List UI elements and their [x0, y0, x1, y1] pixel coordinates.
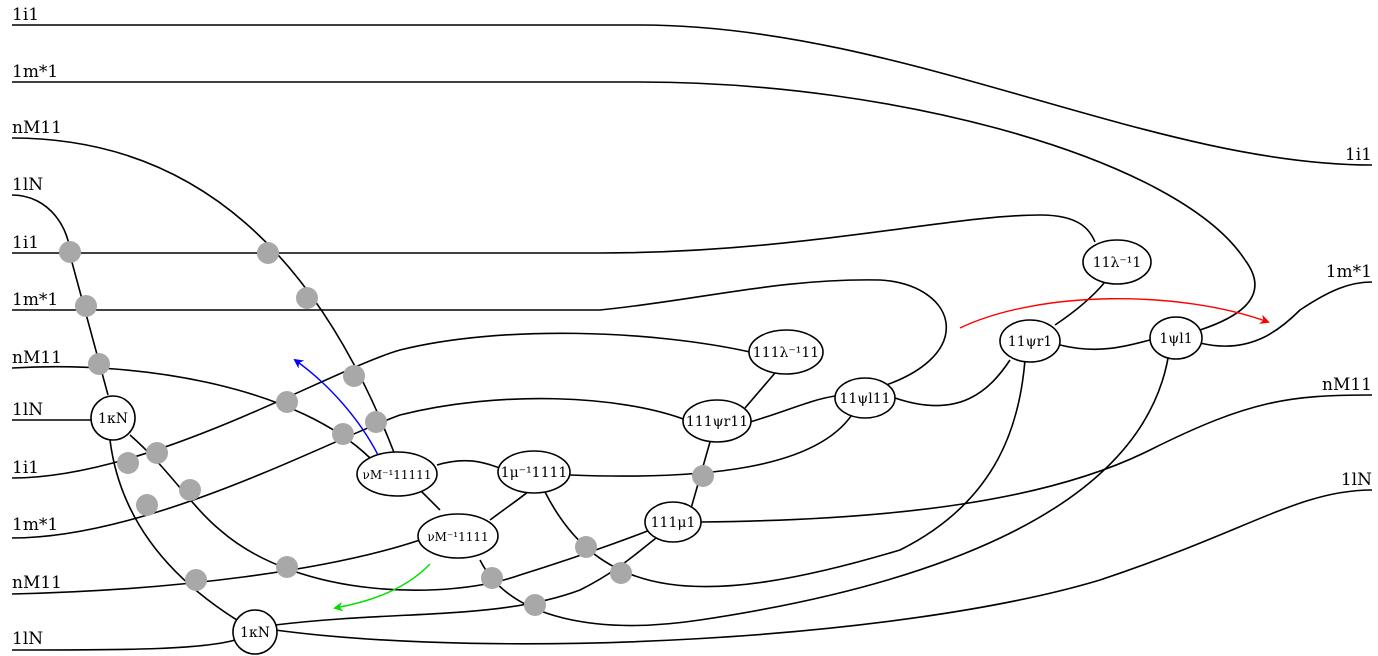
kappa-top-to-bottom — [109, 439, 246, 626]
strand-i-row4 — [12, 214, 1096, 254]
crossing-marker — [276, 556, 298, 578]
node-lambda-inv-5: 111λ⁻¹11 — [748, 329, 824, 375]
node-nu-1111: νM⁻¹1111 — [417, 513, 499, 559]
node-label: 111ψr11 — [686, 414, 748, 430]
left-label: 1m*1 — [12, 62, 58, 82]
arrows — [293, 298, 1270, 612]
node-kappa-bottom: 1κN — [232, 609, 278, 655]
node-lambda-inv-4: 11λ⁻¹1 — [1082, 239, 1152, 285]
nu5-to-muinv — [436, 459, 501, 469]
strand-i-row8 — [11, 332, 751, 479]
left-label: nM11 — [12, 348, 62, 368]
strand-m-top — [12, 81, 1256, 331]
node-nu-11111: νM⁻¹11111 — [356, 451, 438, 497]
node-mu-inv: 1μ⁻¹1111 — [497, 450, 571, 494]
left-label: 1i1 — [12, 458, 39, 478]
left-label: 1lN — [12, 629, 43, 649]
muinv-to-psi-l-4 — [569, 409, 856, 477]
nu4-to-muinv — [489, 489, 531, 521]
strand-n-row6 — [11, 365, 371, 459]
right-label: 1m*1 — [1326, 262, 1372, 282]
left-label: nM11 — [12, 573, 62, 593]
crossing-marker — [481, 567, 503, 589]
kappa-bottom-to-right-l — [274, 489, 1373, 645]
left-label: nM11 — [12, 118, 62, 138]
right-label: nM11 — [1322, 375, 1372, 395]
green-arrow — [333, 563, 431, 612]
node-psi-r-3: 11ψr1 — [999, 319, 1061, 363]
left-labels: 1i1 1m*1 nM11 1lN 1i1 1m*1 nM11 1lN 1i1 … — [12, 5, 62, 649]
psir3-to-psil3 — [1059, 339, 1151, 351]
node-kappa-top: 1κN — [90, 395, 136, 441]
crossing-marker — [365, 411, 387, 433]
crossing-marker — [75, 295, 97, 317]
psil3-to-right-m — [1199, 281, 1373, 347]
psir5-to-psil4 — [749, 395, 836, 423]
crossing-marker — [146, 442, 168, 464]
strand-i-top — [12, 24, 1373, 166]
red-arrow — [959, 298, 1270, 329]
right-labels: 1i1 1m*1 nM11 1lN — [1322, 145, 1372, 490]
node-label: 1μ⁻¹1111 — [501, 465, 568, 481]
node-label: 111λ⁻¹11 — [753, 345, 819, 361]
left-label: 1lN — [12, 175, 43, 195]
lam4-to-psir3 — [1054, 281, 1106, 326]
mu-to-right-n — [699, 394, 1373, 523]
node-label: 11λ⁻¹1 — [1093, 255, 1142, 271]
left-label: 1m*1 — [12, 515, 58, 535]
node-label: 1κN — [98, 411, 128, 427]
node-mu: 111μ1 — [644, 501, 702, 543]
node-psi-r-5: 111ψr11 — [682, 399, 752, 443]
psil4-to-psir3 — [894, 359, 1011, 407]
crossing-marker — [296, 287, 318, 309]
strand-n-top — [11, 137, 396, 456]
node-psi-l-3: 1ψl1 — [1149, 316, 1203, 360]
left-label: 1i1 — [12, 233, 39, 253]
left-label: 1m*1 — [12, 290, 58, 310]
lam5-to-psir5 — [744, 372, 776, 409]
blue-arrow — [293, 358, 379, 456]
node-label: 11ψl11 — [839, 391, 890, 407]
crossing-marker — [257, 242, 279, 264]
muinv-to-psi-r-3 — [544, 359, 1026, 588]
crossing-marker — [185, 569, 207, 591]
node-label: 111μ1 — [651, 515, 696, 531]
left-label: 1lN — [12, 400, 43, 420]
crossing-marker — [524, 594, 546, 616]
crossing-marker — [610, 562, 632, 584]
crossing-marker — [179, 479, 201, 501]
crossing-marker — [343, 365, 365, 387]
strand-l-row11 — [11, 639, 236, 651]
left-label: 1i1 — [12, 5, 39, 25]
node-psi-l-4: 11ψl11 — [834, 377, 896, 419]
crossing-marker — [276, 391, 298, 413]
node-label: 11ψr1 — [1008, 334, 1052, 350]
node-label: νM⁻¹1111 — [427, 530, 488, 544]
nodes: 1κN 1κN νM⁻¹11111 νM⁻¹1111 1μ⁻¹1111 111μ… — [90, 239, 1203, 655]
nu4-to-psi-l-3 — [479, 344, 1171, 627]
strand-m-row9 — [11, 397, 687, 539]
strand-n-row10 — [11, 539, 421, 595]
node-label: νM⁻¹11111 — [363, 468, 432, 482]
crossing-marker — [692, 465, 714, 487]
crossing-marker — [136, 494, 158, 516]
node-label: 1κN — [240, 625, 270, 641]
right-label: 1i1 — [1345, 145, 1372, 165]
crossing-marker — [117, 452, 139, 474]
crossing-marker — [332, 423, 354, 445]
crossing-marker — [59, 241, 81, 263]
strand-m-row5 — [12, 279, 948, 391]
crossing-marker — [575, 536, 597, 558]
node-label: 1ψl1 — [1159, 331, 1192, 347]
strands — [11, 24, 1373, 651]
crossings — [59, 241, 714, 616]
crossing-marker — [88, 353, 110, 375]
right-label: 1lN — [1341, 470, 1372, 490]
nu5-to-nu4 — [419, 489, 441, 511]
